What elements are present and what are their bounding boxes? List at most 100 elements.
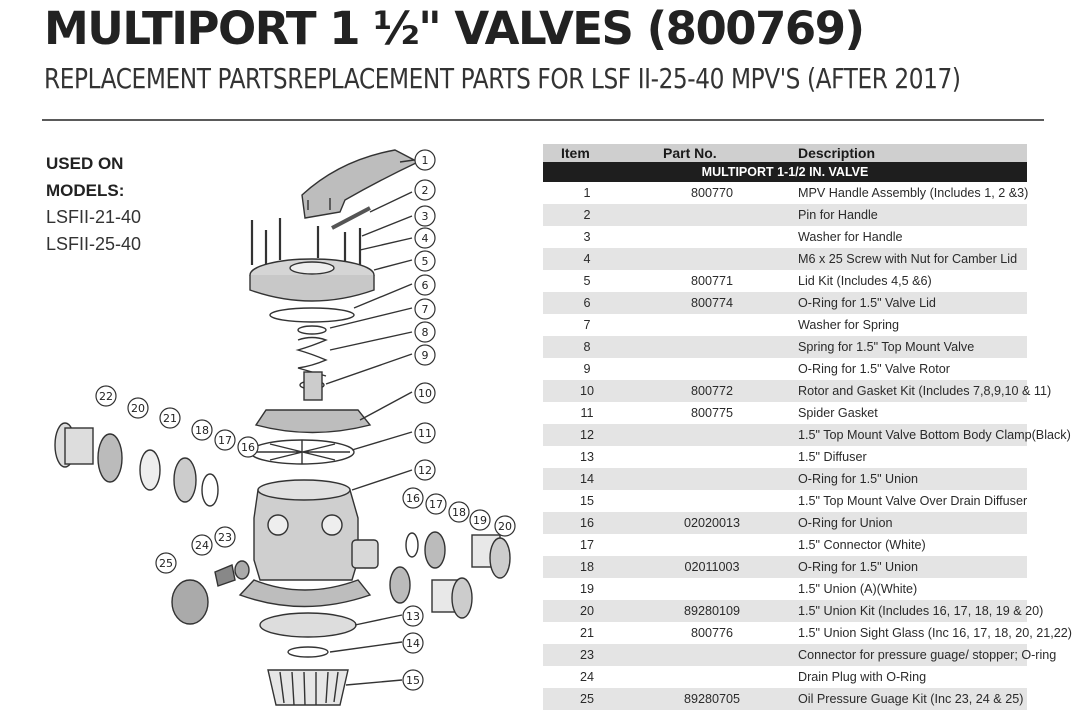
table-row: 19 1.5" Union (A)(White)	[543, 578, 1027, 600]
cell-part-no: 800774	[631, 292, 793, 314]
svg-text:10: 10	[418, 387, 432, 400]
cell-part-no	[631, 446, 793, 468]
header-divider	[42, 119, 1044, 121]
cell-part-no: 89280109	[631, 600, 793, 622]
cell-description: Lid Kit (Includes 4,5 &6)	[793, 270, 1027, 292]
cell-item: 14	[543, 468, 631, 490]
svg-text:17: 17	[429, 498, 443, 511]
callout-22: 22	[95, 385, 117, 407]
callout-9: 9	[414, 344, 436, 366]
callout-25: 25	[155, 552, 177, 574]
cell-description: O-Ring for 1.5" Union	[793, 556, 1027, 578]
cell-item: 19	[543, 578, 631, 600]
model-item: LSFII-21-40	[46, 207, 142, 227]
callout-12: 12	[414, 459, 436, 481]
svg-text:25: 25	[159, 557, 173, 570]
drain-plug-part	[214, 564, 236, 587]
svg-text:7: 7	[422, 303, 429, 316]
cell-description: Drain Plug with O-Ring	[793, 666, 1027, 688]
cell-description: Pin for Handle	[793, 204, 1027, 226]
svg-text:24: 24	[195, 539, 209, 552]
callout-1: 1	[414, 149, 436, 171]
cell-part-no	[631, 358, 793, 380]
cell-part-no	[631, 468, 793, 490]
svg-text:22: 22	[99, 390, 113, 403]
used-on-models: USED ON MODELS: LSFII-21-40 LSFII-25-40	[46, 150, 141, 258]
table-row: 24 Drain Plug with O-Ring	[543, 666, 1027, 688]
used-on-heading-line1: USED ON	[46, 154, 124, 173]
svg-text:9: 9	[422, 349, 429, 362]
callout-13: 13	[402, 605, 424, 627]
cell-description: Rotor and Gasket Kit (Includes 7,8,9,10 …	[793, 380, 1051, 402]
cell-part-no	[631, 248, 793, 270]
cell-part-no: 02020013	[631, 512, 793, 534]
cell-description: 1.5" Top Mount Valve Over Drain Diffuser	[793, 490, 1027, 512]
cell-part-no	[631, 226, 793, 248]
cell-item: 4	[543, 248, 631, 270]
svg-text:1: 1	[422, 154, 429, 167]
diffuser-part	[259, 612, 357, 638]
cell-item: 9	[543, 358, 631, 380]
cell-description: 1.5" Union (A)(White)	[793, 578, 1027, 600]
cell-part-no	[631, 490, 793, 512]
cell-part-no: 800776	[631, 622, 793, 644]
cell-part-no: 800772	[631, 380, 793, 402]
cell-item: 3	[543, 226, 631, 248]
svg-text:2: 2	[422, 184, 429, 197]
cell-part-no	[631, 204, 793, 226]
callout-20b: 20	[494, 515, 516, 537]
cell-description: Spider Gasket	[793, 402, 1027, 424]
pin-part	[331, 206, 371, 230]
table-section-row: MULTIPORT 1-1/2 IN. VALVE	[543, 162, 1027, 182]
table-row: 9 O-Ring for 1.5" Valve Rotor	[543, 358, 1027, 380]
svg-text:17: 17	[218, 434, 232, 447]
svg-text:15: 15	[406, 674, 420, 687]
callout-17: 17	[214, 429, 236, 451]
cell-description: Spring for 1.5" Top Mount Valve	[793, 336, 1027, 358]
callout-10: 10	[414, 382, 436, 404]
cell-part-no	[631, 644, 793, 666]
callout-4: 4	[414, 227, 436, 249]
screw-part	[250, 218, 362, 270]
svg-text:19: 19	[473, 514, 487, 527]
o-ring-part	[269, 307, 355, 323]
exploded-valve-diagram: 1 2 3 4 5 6 7 8 9 10 11 12 13 14 15 16 1…	[54, 149, 516, 706]
column-header-part-no: Part No.	[631, 144, 793, 162]
column-header-description: Description	[793, 144, 1027, 162]
cell-item: 10	[543, 380, 631, 402]
cell-part-no: 800770	[631, 182, 793, 204]
cell-item: 6	[543, 292, 631, 314]
cell-item: 24	[543, 666, 631, 688]
cell-description: Washer for Handle	[793, 226, 1027, 248]
cell-description: O-Ring for 1.5" Valve Rotor	[793, 358, 1027, 380]
svg-text:4: 4	[422, 232, 429, 245]
cell-item: 7	[543, 314, 631, 336]
cell-item: 11	[543, 402, 631, 424]
callout-8: 8	[414, 321, 436, 343]
cell-part-no	[631, 534, 793, 556]
cell-item: 5	[543, 270, 631, 292]
table-row: 3 Washer for Handle	[543, 226, 1027, 248]
cell-item: 16	[543, 512, 631, 534]
rotor-part	[254, 409, 372, 434]
cell-item: 25	[543, 688, 631, 710]
column-header-item: Item	[543, 144, 631, 162]
page-title: MULTIPORT 1 ½" VALVES (800769)	[44, 2, 865, 55]
svg-text:18: 18	[452, 506, 466, 519]
svg-text:6: 6	[422, 279, 429, 292]
cell-description: O-Ring for Union	[793, 512, 1027, 534]
cell-item: 1	[543, 182, 631, 204]
callout-3: 3	[414, 205, 436, 227]
cell-item: 12	[543, 424, 631, 446]
